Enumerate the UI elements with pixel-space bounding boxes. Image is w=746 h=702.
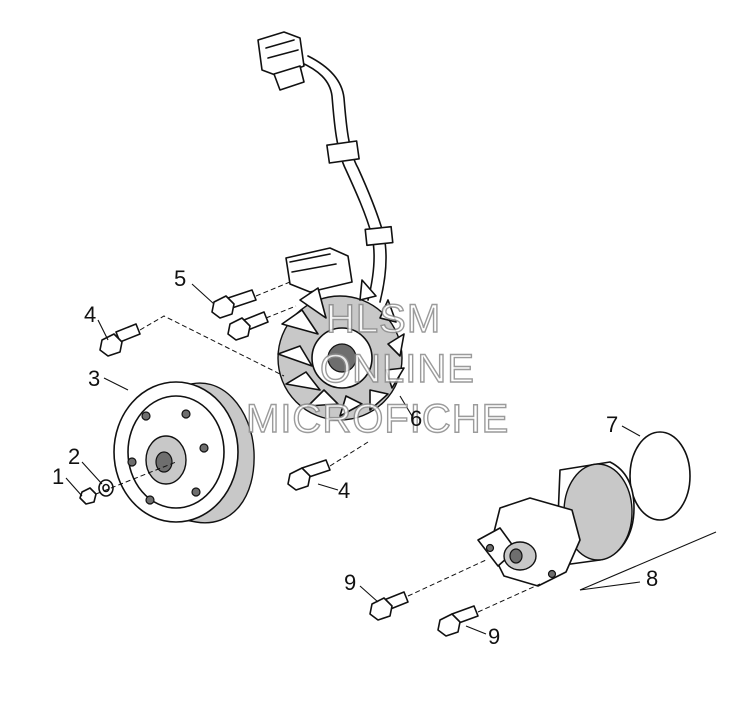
flywheel (113, 381, 255, 524)
nut (79, 487, 97, 505)
callout-1: 1 (52, 464, 64, 489)
callout-8: 8 (646, 566, 658, 591)
bolt-9-b (437, 605, 479, 637)
bolt-5-a (211, 289, 257, 319)
callout-5: 5 (174, 266, 186, 291)
bolt-4-lower (287, 459, 331, 491)
stator (277, 247, 405, 421)
callout-9-right: 9 (488, 624, 500, 649)
washer (98, 479, 114, 497)
watermark-line-2: ONLINE (320, 347, 475, 391)
assembly-lines (95, 281, 541, 613)
callout-4-upper: 4 (84, 302, 96, 327)
wire-harness (299, 55, 394, 303)
callout-7: 7 (606, 412, 618, 437)
callout-9-left: 9 (344, 570, 356, 595)
watermark-line-1: HLSM (326, 297, 441, 341)
callout-6: 6 (410, 406, 422, 431)
callout-3: 3 (88, 366, 100, 391)
o-ring (629, 431, 691, 521)
watermark-line-3: MICROFICHE (246, 397, 509, 441)
callout-4-lower: 4 (338, 478, 350, 503)
watermark: HLSM ONLINE MICROFICHE (245, 296, 509, 441)
bolt-4-upper (99, 323, 141, 357)
wire-connector (257, 31, 305, 91)
starter-motor (477, 461, 635, 587)
bolt-5-b (227, 311, 269, 341)
leader-lines (65, 283, 717, 635)
bolt-9-a (369, 591, 409, 621)
callout-2: 2 (68, 444, 80, 469)
callout-labels: 1 2 3 4 5 6 4 7 8 9 9 (52, 266, 658, 649)
